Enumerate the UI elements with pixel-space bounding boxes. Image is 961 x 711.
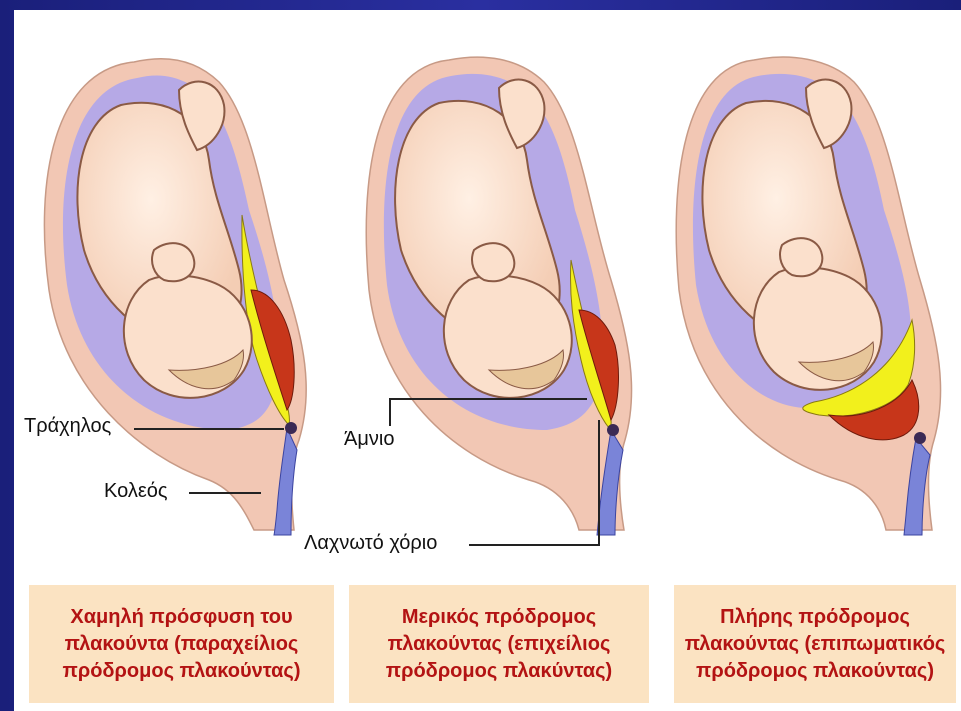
caption-line: πλακούντας (επιχείλιος [386, 631, 612, 658]
label-vagina: Κολεός [104, 480, 168, 503]
fetus-hand [152, 243, 194, 281]
caption-line: πλακούντα (παραχείλιος [63, 631, 301, 658]
leader-line-chorion-h [469, 544, 599, 546]
caption-line: πρόδρομος πλακούντας) [63, 658, 301, 685]
uterus-illustration-marginal [339, 10, 649, 580]
caption-low-lying: Χαμηλή πρόσφυση του πλακούντα (παραχείλι… [29, 585, 334, 703]
caption-line: πρόδρομος πλακούντας) [685, 658, 946, 685]
caption-line: Πλήρης πρόδρομος [685, 604, 946, 631]
uterus-illustration-low-lying [29, 10, 339, 580]
caption-complete: Πλήρης πρόδρομος πλακούντας (επιπωματικό… [674, 585, 956, 703]
leader-line-amnion-h [389, 398, 587, 400]
fetus-hand [472, 243, 514, 281]
uterus-illustration-complete [654, 10, 961, 580]
figure-panel: Τράχηλος Κολεός Άμνιο Λαχνωτό χόριο Χαμη… [14, 10, 961, 711]
fetus-hand [780, 238, 822, 276]
leader-line-chorion-v [598, 420, 600, 546]
label-cervix: Τράχηλος [24, 415, 111, 438]
leader-line-vagina [189, 492, 261, 494]
caption-line: πρόδρομος πλακύντας) [386, 658, 612, 685]
caption-marginal: Μερικός πρόδρομος πλακούντας (επιχείλιος… [349, 585, 649, 703]
label-amnion: Άμνιο [344, 428, 394, 451]
label-chorion: Λαχνωτό χόριο [304, 532, 437, 555]
caption-line: πλακούντας (επιπωματικός [685, 631, 946, 658]
caption-line: Μερικός πρόδρομος [386, 604, 612, 631]
mucus-plug [914, 432, 926, 444]
caption-line: Χαμηλή πρόσφυση του [63, 604, 301, 631]
mucus-plug [285, 422, 297, 434]
leader-line-amnion-v [389, 398, 391, 426]
mucus-plug [607, 424, 619, 436]
leader-line-cervix [134, 428, 284, 430]
